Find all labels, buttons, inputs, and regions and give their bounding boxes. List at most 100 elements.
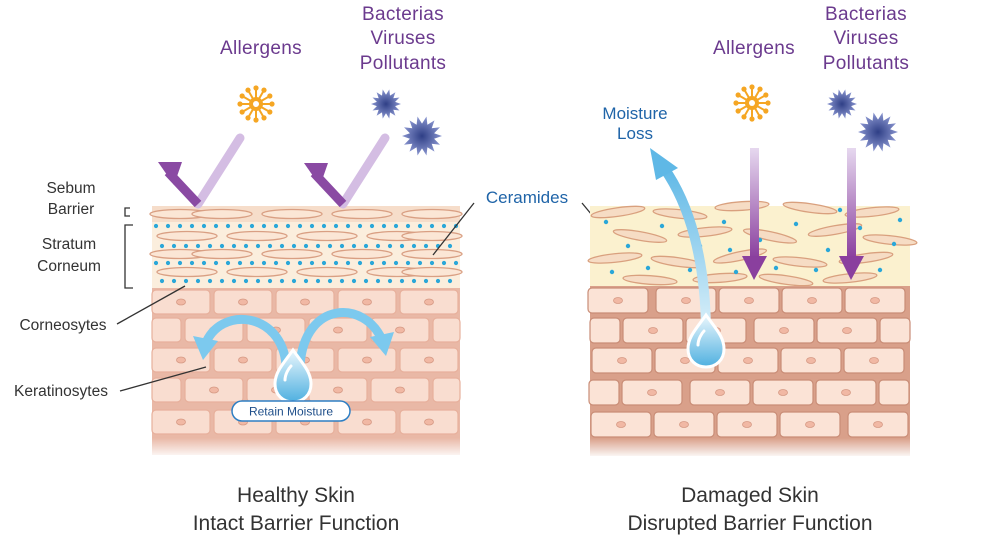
ceramide-dot — [375, 243, 381, 249]
corneocyte-flake — [226, 266, 288, 278]
healthy-caption-line1: Healthy Skin — [237, 484, 355, 507]
ceramide-dot — [417, 223, 423, 229]
ceramide-dot — [659, 223, 665, 229]
corneocyte-flake — [622, 274, 678, 286]
cell-nucleus — [176, 356, 186, 364]
ceramide-dot — [297, 223, 303, 229]
cell-nucleus — [300, 298, 310, 306]
ceramide-dot — [297, 260, 303, 266]
corneocyte-flake — [261, 248, 323, 260]
ceramide-dot — [285, 260, 291, 266]
ceramide-dot — [237, 223, 243, 229]
stratum-label-line2: Corneum — [37, 258, 101, 275]
ceramides-label: Ceramides — [486, 188, 568, 207]
viruses-label: Viruses — [833, 28, 898, 49]
ceramide-dot — [405, 223, 411, 229]
virus-icon — [827, 89, 857, 119]
ceramide-dot — [333, 260, 339, 266]
allergen-arrowhead — [158, 162, 182, 185]
corneocyte-flake — [331, 248, 393, 260]
pollutants-label: Pollutants — [360, 53, 446, 74]
moisture-loss-label-line2: Loss — [617, 124, 653, 143]
ceramide-dot — [441, 223, 447, 229]
bacterias-label: Bacterias — [362, 4, 444, 25]
keratinocyte-cell — [588, 379, 620, 406]
corneocyte-flake — [758, 273, 814, 287]
ceramide-dot — [309, 223, 315, 229]
corneocyte-flake — [782, 201, 838, 215]
corneocyte-flake — [296, 266, 358, 278]
cell-nucleus — [176, 298, 186, 306]
ceramide-dot — [825, 247, 831, 253]
cell-nucleus — [238, 298, 248, 306]
corneocyte-flake — [191, 208, 253, 220]
ceramide-dot — [381, 223, 387, 229]
keratinosytes-leader — [119, 366, 207, 392]
ceramide-dot — [411, 243, 417, 249]
retain-arrowhead-right — [370, 332, 394, 356]
healthy-bottom-fade — [152, 438, 460, 458]
damaged-bottom-fade — [590, 438, 910, 458]
damaged-caption-line2: Disrupted Barrier Function — [627, 512, 872, 535]
allergen-arrow-in — [193, 133, 245, 209]
ceramide-dot — [429, 260, 435, 266]
virus-icon — [402, 116, 442, 156]
ceramide-dot — [727, 247, 733, 253]
ceramide-dot — [195, 278, 201, 284]
ceramide-dot — [721, 219, 727, 225]
ceramide-dot — [213, 223, 219, 229]
ceramide-dot — [369, 223, 375, 229]
ceramide-dot — [357, 260, 363, 266]
ceramide-dot — [345, 223, 351, 229]
ceramide-dot — [327, 243, 333, 249]
sebum-bracket — [124, 207, 130, 217]
allergens-label: Allergens — [713, 38, 795, 59]
ceramide-dot — [453, 260, 459, 266]
ceramide-dot — [411, 278, 417, 284]
corneocyte-flake — [401, 248, 463, 260]
ceramide-dot — [225, 223, 231, 229]
cell-nucleus — [679, 421, 689, 428]
ceramide-dot — [333, 223, 339, 229]
ceramide-dot — [273, 260, 279, 266]
ceramide-dot — [399, 278, 405, 284]
cell-nucleus — [617, 357, 627, 364]
ceramide-dot — [351, 278, 357, 284]
cell-nucleus — [648, 327, 658, 334]
ceramide-dot — [423, 278, 429, 284]
ceramide-dot — [153, 223, 159, 229]
corneosytes-leader — [116, 285, 186, 325]
ceramide-dot — [177, 223, 183, 229]
keratinocyte-cell — [879, 317, 911, 344]
corneocyte-flake — [191, 248, 253, 260]
bacterias-label: Bacterias — [825, 4, 907, 25]
corneocyte-flake — [401, 230, 463, 242]
cell-nucleus — [680, 357, 690, 364]
ceramide-dot — [381, 260, 387, 266]
ceramide-dot — [237, 260, 243, 266]
cell-nucleus — [362, 418, 372, 426]
ceramide-dot — [441, 260, 447, 266]
pollutants-label: Pollutants — [823, 53, 909, 74]
retain-arrowhead-left — [193, 336, 218, 360]
retain-moisture-pill — [231, 400, 351, 422]
ceramide-dot — [201, 223, 207, 229]
sebum-label-line1: Sebum — [46, 180, 95, 197]
keratinocyte-cell — [878, 379, 910, 406]
ceramide-dot — [309, 260, 315, 266]
ceramide-dot — [207, 278, 213, 284]
sebum-label-line2: Barrier — [48, 201, 95, 218]
corneocyte-flake — [226, 230, 288, 242]
ceramide-dot — [177, 260, 183, 266]
ceramide-dot — [429, 223, 435, 229]
ceramide-dot — [609, 269, 615, 275]
cell-nucleus — [869, 357, 879, 364]
ceramide-dot — [291, 278, 297, 284]
cell-nucleus — [362, 298, 372, 306]
ceramide-dot — [249, 260, 255, 266]
ceramide-dot — [165, 223, 171, 229]
ceramide-dot — [189, 260, 195, 266]
virus-penetration-arrowhead — [839, 256, 864, 280]
healthy-ceramide-dots — [153, 223, 459, 284]
ceramide-dot — [603, 219, 609, 225]
